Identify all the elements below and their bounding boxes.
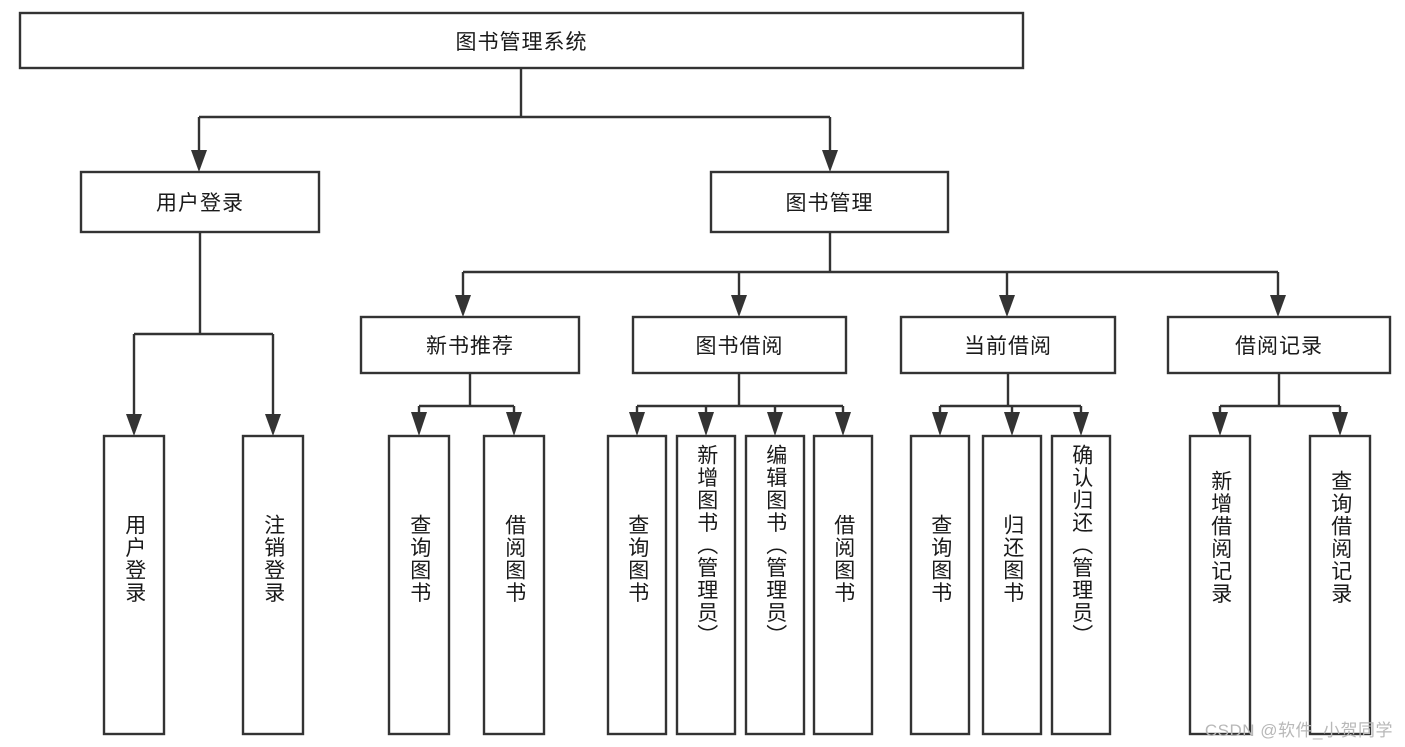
arrow-current-to-leaf1 [932, 412, 948, 436]
node-leaf-confirm-return-admin[interactable] [1050, 434, 1112, 736]
node-leaf-borrow-book-rec[interactable] [482, 434, 546, 736]
arrow-borrow-to-leaf1 [629, 412, 645, 436]
node-leaf-borrow-book[interactable] [812, 434, 874, 736]
arrow-current-to-leaf2 [1004, 412, 1020, 436]
node-leaf-query-borrow-record[interactable] [1308, 434, 1372, 736]
node-leaf-query-book-rec[interactable] [387, 434, 451, 736]
edges-layer [126, 68, 1348, 436]
arrow-newbook-to-leaf2 [506, 412, 522, 436]
node-leaf-return-book[interactable] [981, 434, 1043, 736]
arrow-records-to-leaf1 [1212, 412, 1228, 436]
node-leaf-query-book-current[interactable] [909, 434, 971, 736]
arrow-userlogin-to-leaf1 [126, 414, 142, 436]
arrow-current-to-leaf3 [1073, 412, 1089, 436]
arrow-newbook-to-leaf1 [411, 412, 427, 436]
arrow-root-to-user-login [191, 150, 207, 172]
node-current-borrow[interactable] [899, 315, 1117, 375]
node-new-book-recommend[interactable] [359, 315, 581, 375]
arrow-userlogin-to-leaf2 [265, 414, 281, 436]
node-borrow-records[interactable] [1166, 315, 1392, 375]
watermark-text: CSDN @软件_小贺同学 [1204, 721, 1393, 740]
node-leaf-logout[interactable] [241, 434, 305, 736]
node-leaf-user-login[interactable] [102, 434, 166, 736]
arrow-bookmgmt-to-newbook [455, 295, 471, 317]
arrow-borrow-to-leaf4 [835, 412, 851, 436]
node-user-login[interactable] [79, 170, 321, 234]
node-leaf-edit-book-admin[interactable] [744, 434, 806, 736]
node-leaf-add-book-admin[interactable] [675, 434, 737, 736]
nodes-layer [18, 11, 1392, 736]
arrow-records-to-leaf2 [1332, 412, 1348, 436]
arrow-bookmgmt-to-records [1270, 295, 1286, 317]
node-leaf-add-borrow-record[interactable] [1188, 434, 1252, 736]
node-book-borrow[interactable] [631, 315, 848, 375]
arrow-root-to-book-mgmt [822, 150, 838, 172]
arrow-borrow-to-leaf3 [767, 412, 783, 436]
node-root[interactable] [18, 11, 1025, 70]
arrow-bookmgmt-to-borrow [731, 295, 747, 317]
arrow-borrow-to-leaf2 [698, 412, 714, 436]
node-leaf-query-book-borrow[interactable] [606, 434, 668, 736]
arrow-bookmgmt-to-current [999, 295, 1015, 317]
node-book-management[interactable] [709, 170, 950, 234]
